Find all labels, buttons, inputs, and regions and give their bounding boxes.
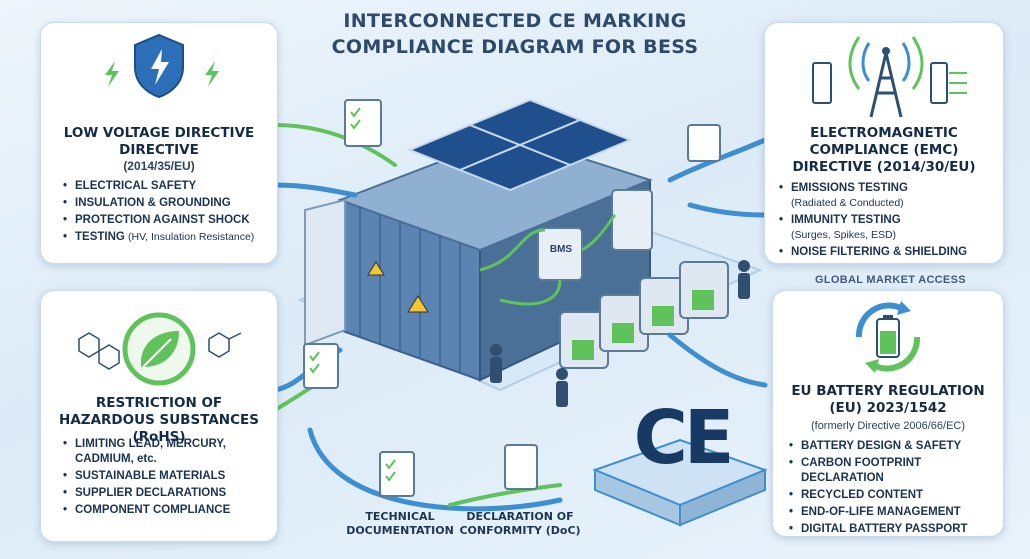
battery-title: EU BATTERY REGULATION (EU) 2023/1542 — [791, 383, 985, 416]
list-item: INSULATION & GROUNDING — [63, 196, 273, 211]
bms-label: BMS — [549, 244, 573, 255]
testing-note: (HV, Insulation Resistance) — [128, 231, 255, 243]
list-item: END-OF-LIFE MANAGEMENT — [789, 505, 999, 520]
clipboard-icon — [303, 99, 721, 497]
testing-label: TESTING — [75, 231, 125, 243]
declaration-of-conformity-label: DECLARATION OF CONFORMITY (DoC) — [459, 510, 581, 537]
list-item: SUPPLIER DECLARATIONS — [63, 486, 263, 501]
rohs-list: LIMITING LEAD, MERCURY, CADMIUM, etc. SU… — [63, 437, 263, 520]
emissions-note: (Radiated & Conducted) — [791, 197, 904, 209]
lightning-icon — [105, 61, 119, 87]
emc-card: ELECTROMAGNETIC COMPLIANCE (EMC) DIRECTI… — [764, 22, 1004, 264]
list-item: TESTING (HV, Insulation Resistance) — [63, 230, 273, 245]
list-item: SUSTAINABLE MATERIALS — [63, 469, 263, 484]
list-item: COMPONENT COMPLIANCE — [63, 503, 263, 518]
technician-figures — [490, 260, 750, 407]
list-item: EMISSIONS TESTING (Radiated & Conducted) — [779, 181, 999, 211]
arrow-battery — [667, 332, 768, 388]
list-item: IMMUNITY TESTING (Surges, Spikes, ESD) — [779, 213, 999, 243]
leaf-icon — [78, 312, 242, 386]
antenna-tower-icon — [812, 36, 967, 118]
emissions-label: EMISSIONS TESTING — [791, 182, 908, 194]
battery-note: (formerly Directive 2006/66/EC) — [810, 420, 966, 432]
list-item: NOISE FILTERING & SHIELDING — [779, 245, 999, 260]
list-item: PROTECTION AGAINST SHOCK — [63, 213, 273, 228]
battery-list: BATTERY DESIGN & SAFETY CARBON FOOTPRINT… — [789, 439, 999, 539]
shield-icon — [134, 33, 184, 99]
lvd-title: LOW VOLTAGE DIRECTIVE DIRECTIVE — [63, 125, 255, 158]
immunity-label: IMMUNITY TESTING — [791, 214, 901, 226]
battery-card: EU BATTERY REGULATION (EU) 2023/1542 (fo… — [772, 290, 1004, 537]
green-flow-lines — [479, 213, 617, 306]
lvd-card: LOW VOLTAGE DIRECTIVE DIRECTIVE (2014/35… — [40, 22, 278, 264]
emc-title: ELECTROMAGNETIC COMPLIANCE (EMC) DIRECTI… — [792, 125, 976, 175]
list-item: LIMITING LEAD, MERCURY, CADMIUM, etc. — [63, 437, 263, 467]
warning-sign-icon-2 — [367, 261, 385, 276]
arrow-emc-2 — [687, 202, 768, 218]
list-item: ELECTRICAL SAFETY — [63, 179, 273, 194]
list-item: RECYCLED CONTENT — [789, 488, 999, 503]
arrow-lvd — [272, 182, 358, 198]
emc-list: EMISSIONS TESTING(Radiated & Conducted) … — [779, 181, 999, 262]
green-arrow-doc — [448, 483, 562, 507]
immunity-note: (Surges, Spikes, ESD) — [791, 229, 897, 241]
list-item: BATTERY DESIGN & SAFETY — [789, 439, 999, 454]
warning-sign-icon — [407, 295, 429, 313]
inverter-unit — [611, 189, 653, 251]
lvd-list: ELECTRICAL SAFETY INSULATION & GROUNDING… — [63, 179, 273, 247]
page-title: INTERCONNECTED CE MARKING COMPLIANCE DIA… — [331, 10, 699, 58]
container-door — [304, 198, 346, 347]
lvd-ref: (2014/35/EU) — [123, 159, 195, 173]
list-item: DIGITAL BATTERY PASSPORT — [789, 522, 999, 537]
ce-mark: CE — [633, 395, 735, 481]
rohs-card: RESTRICTION OF HAZARDOUS SUBSTANCES (RoH… — [40, 290, 278, 542]
global-market-access: GLOBAL MARKET ACCESS — [815, 274, 966, 286]
recycle-battery-icon — [855, 301, 921, 373]
green-arrow-lvd — [273, 123, 397, 167]
arrow-to-ce — [307, 427, 563, 512]
technical-documentation-label: TECHNICAL DOCUMENTATION — [346, 510, 454, 537]
solar-panels — [407, 98, 633, 192]
list-item: CARBON FOOTPRINT DECLARATION — [789, 456, 999, 486]
lightning-icon-2 — [205, 61, 219, 87]
